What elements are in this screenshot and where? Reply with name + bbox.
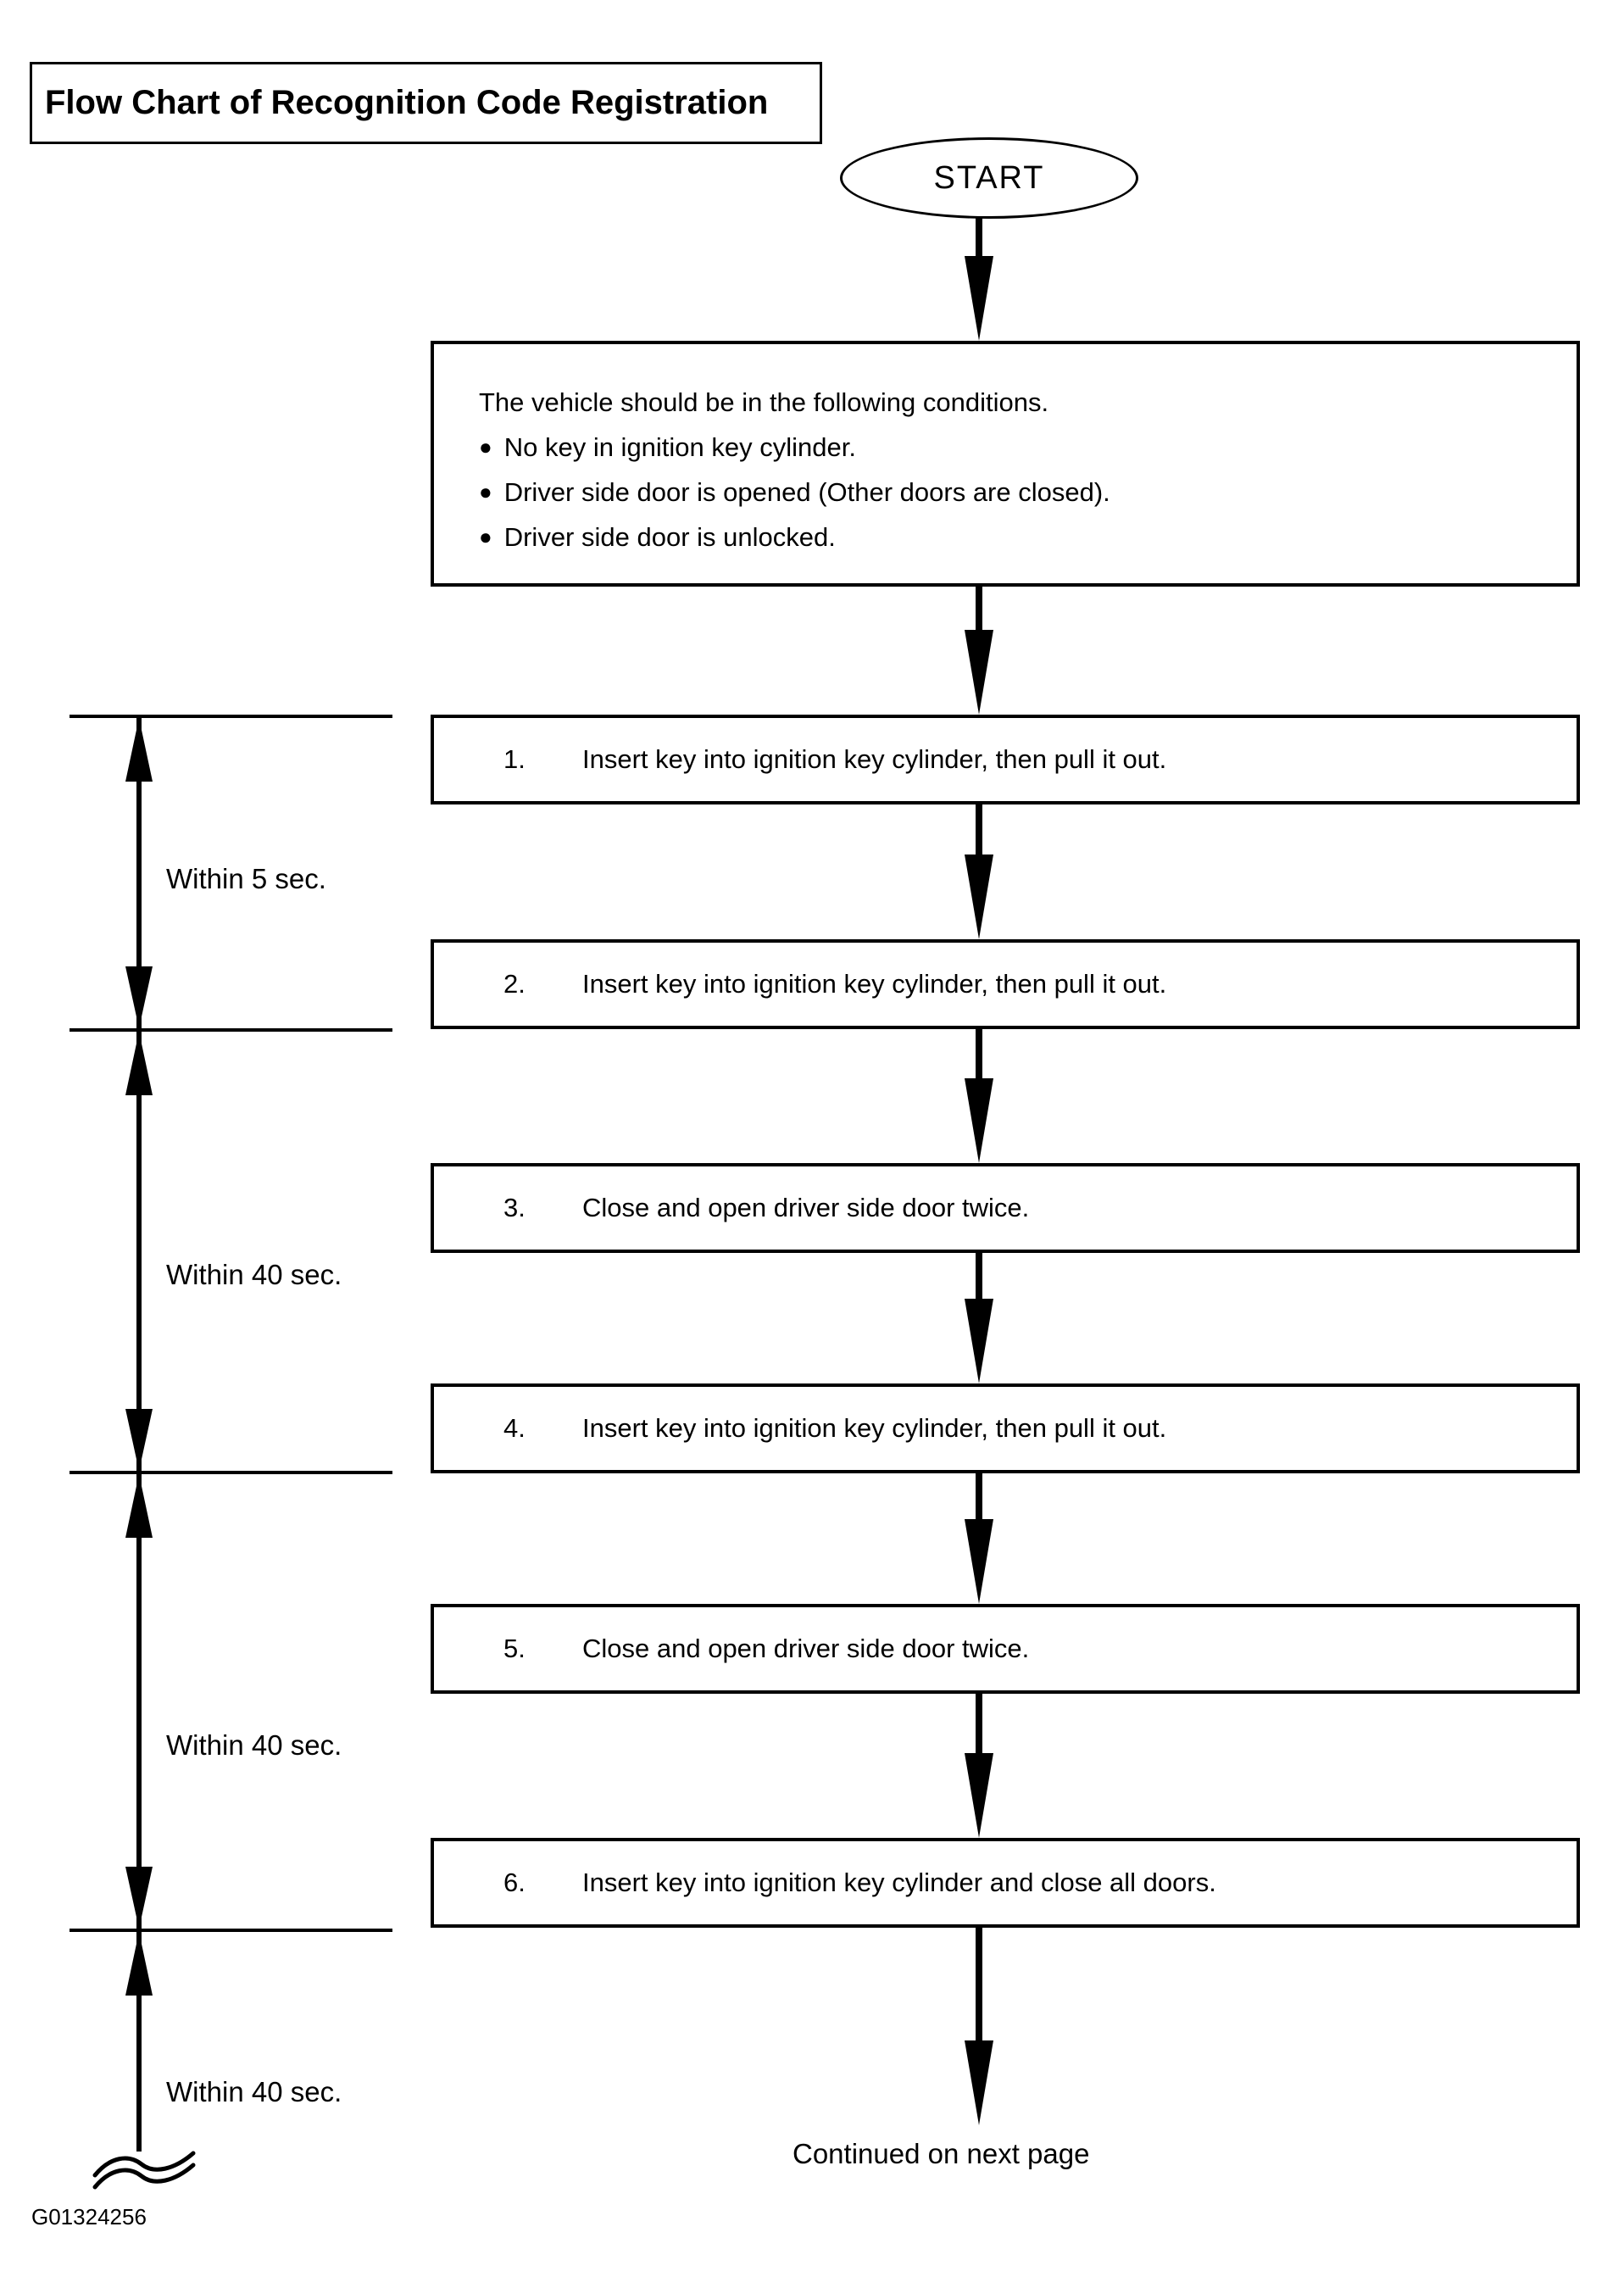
timer-label-1: Within 5 sec. xyxy=(166,863,326,894)
timer-tick-3 xyxy=(70,1471,392,1474)
condition-text: No key in ignition key cylinder. xyxy=(503,432,856,462)
flow-arrow-step2-to-step3 xyxy=(965,1029,993,1163)
timer-label-2: Within 40 sec. xyxy=(166,1259,342,1290)
timer-arrowheads-segment-1 xyxy=(125,718,153,1028)
flow-arrow-conditions-to-step1 xyxy=(965,586,993,715)
chart-title: Flow Chart of Recognition Code Registrat… xyxy=(45,84,769,121)
step-number: 5. xyxy=(503,1634,526,1663)
timer-arrowheads-segment-2 xyxy=(125,1032,153,1471)
step-box-6: 6. Insert key into ignition key cylinder… xyxy=(431,1838,1580,1928)
flow-arrow-step4-to-step5 xyxy=(965,1472,993,1604)
condition-text: Driver side door is unlocked. xyxy=(503,522,836,552)
flow-arrow-step5-to-step6 xyxy=(965,1692,993,1838)
timer-label-4: Within 40 sec. xyxy=(166,2076,342,2107)
step-box-1: 1. Insert key into ignition key cylinder… xyxy=(431,715,1580,804)
step-box-3: 3. Close and open driver side door twice… xyxy=(431,1163,1580,1253)
conditions-intro: The vehicle should be in the following c… xyxy=(479,387,1049,417)
figure-id: G01324256 xyxy=(31,2204,147,2230)
condition-item: ● Driver side door is opened (Other door… xyxy=(479,470,1560,515)
timer-tick-1 xyxy=(70,715,392,718)
start-node: START xyxy=(840,137,1138,219)
step-number: 1. xyxy=(503,744,526,774)
condition-item: ● No key in ignition key cylinder. xyxy=(479,425,1560,470)
timer-tick-2 xyxy=(70,1028,392,1032)
timer-label-3: Within 40 sec. xyxy=(166,1729,342,1761)
chart-title-box: Flow Chart of Recognition Code Registrat… xyxy=(30,62,822,144)
step-box-2: 2. Insert key into ignition key cylinder… xyxy=(431,939,1580,1029)
flow-arrow-start-to-conditions xyxy=(965,217,993,341)
step-number: 6. xyxy=(503,1868,526,1897)
flow-arrow-step3-to-step4 xyxy=(965,1251,993,1383)
step-number: 3. xyxy=(503,1193,526,1222)
step-text: Insert key into ignition key cylinder, t… xyxy=(582,744,1167,774)
step-number: 4. xyxy=(503,1413,526,1443)
timer-tick-4 xyxy=(70,1929,392,1932)
step-box-5: 5. Close and open driver side door twice… xyxy=(431,1604,1580,1694)
flow-arrow-step1-to-step2 xyxy=(965,804,993,939)
step-number: 2. xyxy=(503,969,526,999)
timer-arrowheads-segment-4 xyxy=(125,1932,153,1996)
flow-arrow-step6-to-continued xyxy=(965,1927,993,2125)
continued-note: Continued on next page xyxy=(793,2138,1090,2169)
bullet-icon: ● xyxy=(479,479,492,504)
condition-item: ● Driver side door is unlocked. xyxy=(479,515,1560,559)
timer-arrowheads-segment-3 xyxy=(125,1474,153,1929)
start-label: START xyxy=(933,159,1045,196)
step-text: Insert key into ignition key cylinder an… xyxy=(582,1868,1216,1897)
step-text: Close and open driver side door twice. xyxy=(582,1634,1030,1663)
step-text: Close and open driver side door twice. xyxy=(582,1193,1030,1222)
bullet-icon: ● xyxy=(479,434,492,459)
bullet-icon: ● xyxy=(479,524,492,549)
conditions-box: The vehicle should be in the following c… xyxy=(431,341,1580,587)
step-text: Insert key into ignition key cylinder, t… xyxy=(582,969,1167,999)
break-squiggle-icon xyxy=(92,2151,196,2190)
step-text: Insert key into ignition key cylinder, t… xyxy=(582,1413,1167,1443)
step-box-4: 4. Insert key into ignition key cylinder… xyxy=(431,1383,1580,1473)
condition-text: Driver side door is opened (Other doors … xyxy=(503,477,1110,507)
